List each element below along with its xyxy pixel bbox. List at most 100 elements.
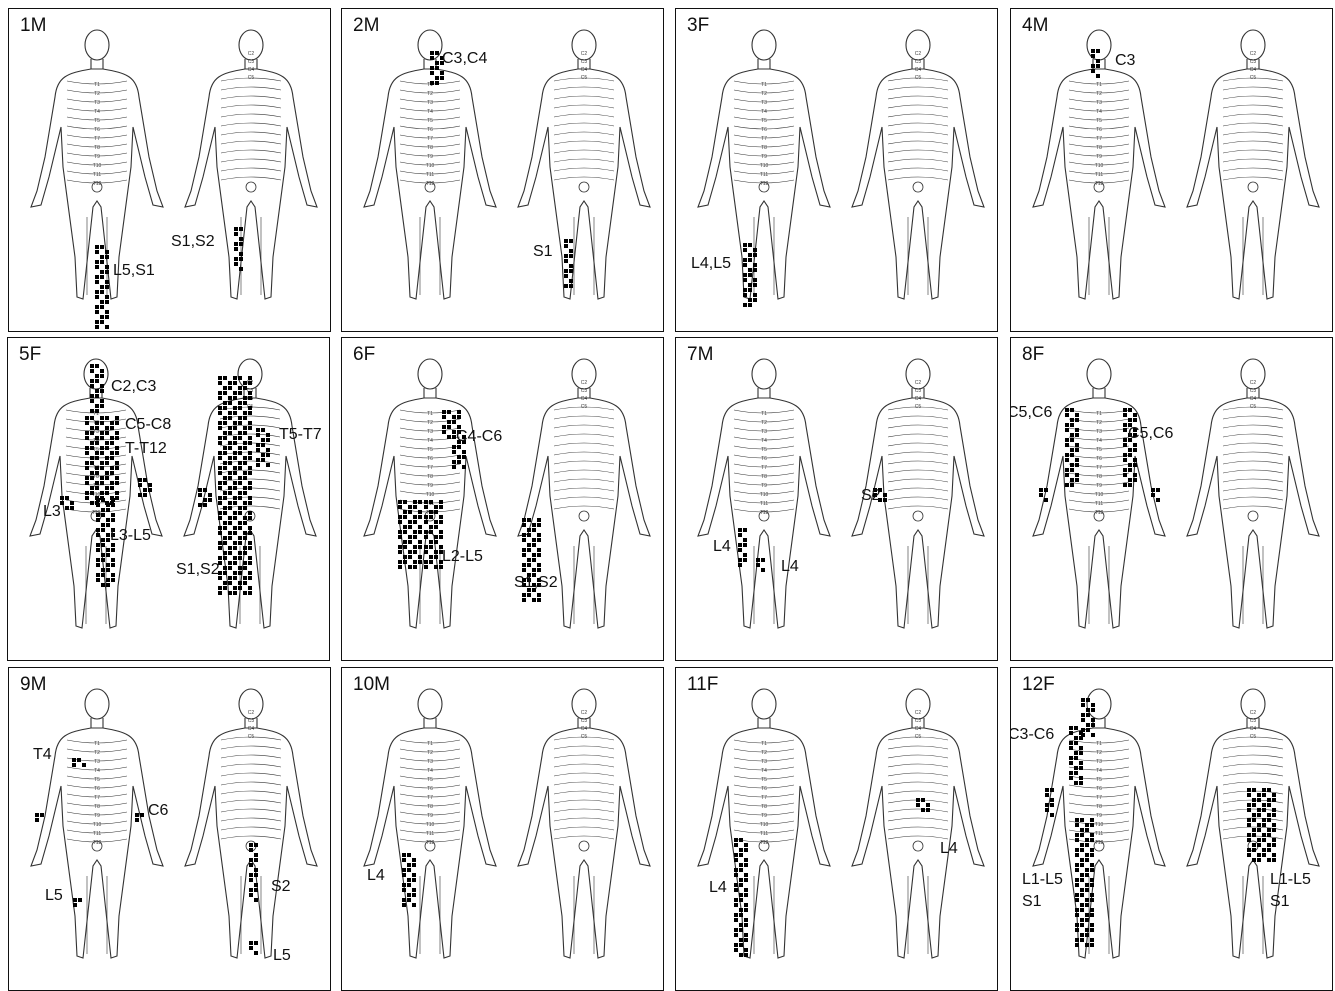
sensory-mark xyxy=(228,461,232,465)
sensory-mark xyxy=(1050,813,1054,817)
sensory-mark xyxy=(1045,808,1049,812)
sensory-mark xyxy=(238,581,242,585)
sensory-mark xyxy=(95,441,99,445)
sensory-mark xyxy=(243,551,247,555)
sensory-mark xyxy=(1065,483,1069,487)
sensory-mark xyxy=(95,404,99,408)
sensory-mark xyxy=(430,81,434,85)
sensory-mark xyxy=(1247,803,1251,807)
dermatome-label: S1,S2 xyxy=(514,574,558,591)
sensory-mark xyxy=(398,535,402,539)
sensory-mark xyxy=(100,300,104,304)
sensory-mark xyxy=(532,543,536,547)
sensory-mark xyxy=(100,404,104,408)
sensory-mark xyxy=(243,441,247,445)
sensory-mark xyxy=(418,545,422,549)
sensory-mark xyxy=(100,315,104,319)
sensory-mark xyxy=(249,858,253,862)
sensory-mark xyxy=(439,520,443,524)
sensory-mark xyxy=(1075,883,1079,887)
level-text: T3 xyxy=(1096,759,1102,765)
sensory-mark xyxy=(223,526,227,530)
sensory-mark xyxy=(248,486,252,490)
sensory-mark xyxy=(238,551,242,555)
sensory-mark xyxy=(100,481,104,485)
sensory-mark xyxy=(753,253,757,257)
sensory-mark xyxy=(254,888,258,892)
sensory-mark xyxy=(248,556,252,560)
sensory-mark xyxy=(734,943,738,947)
sensory-mark xyxy=(1065,453,1069,457)
sensory-mark xyxy=(266,453,270,457)
sensory-mark xyxy=(95,280,99,284)
sensory-mark xyxy=(100,461,104,465)
sensory-mark xyxy=(527,593,531,597)
sensory-mark xyxy=(398,520,402,524)
sensory-mark xyxy=(1085,933,1089,937)
sensory-mark xyxy=(249,843,253,847)
case-panel: T1T2T3T4T5T6T7T8T9T10T11T12C2C3C4C57MS2L… xyxy=(675,337,998,661)
sensory-mark xyxy=(223,416,227,420)
sensory-mark xyxy=(223,566,227,570)
sensory-mark xyxy=(198,488,202,492)
sensory-mark xyxy=(748,288,752,292)
sensory-mark xyxy=(527,548,531,552)
sensory-mark xyxy=(106,563,110,567)
sensory-mark xyxy=(739,923,743,927)
case-panel: T1T2T3T4T5T6T7T8T9T10T11T12C2C3C4C510ML4 xyxy=(341,667,664,991)
sensory-mark xyxy=(243,531,247,535)
sensory-mark xyxy=(243,566,247,570)
sensory-mark xyxy=(739,913,743,917)
sensory-mark xyxy=(105,280,109,284)
sensory-mark xyxy=(1075,448,1079,452)
sensory-mark xyxy=(734,928,738,932)
level-text: T3 xyxy=(94,759,100,765)
sensory-mark xyxy=(402,873,406,877)
sensory-mark xyxy=(412,903,416,907)
sensory-mark xyxy=(435,76,439,80)
sensory-mark xyxy=(110,456,114,460)
sensory-mark xyxy=(95,364,99,368)
sensory-mark xyxy=(233,591,237,595)
sensory-mark xyxy=(739,848,743,852)
sensory-mark xyxy=(85,491,89,495)
sensory-mark xyxy=(1090,943,1094,947)
level-text: C3 xyxy=(248,718,255,724)
sensory-mark xyxy=(90,486,94,490)
sensory-mark xyxy=(248,571,252,575)
sensory-mark xyxy=(748,303,752,307)
sensory-mark xyxy=(442,425,446,429)
sensory-mark xyxy=(218,421,222,425)
sensory-mark xyxy=(408,550,412,554)
sensory-mark xyxy=(1045,793,1049,797)
sensory-mark xyxy=(1065,473,1069,477)
sensory-mark xyxy=(564,244,568,248)
sensory-mark xyxy=(424,560,428,564)
sensory-mark xyxy=(1123,453,1127,457)
sensory-mark xyxy=(78,898,82,902)
level-text: T11 xyxy=(426,172,434,178)
sensory-mark xyxy=(243,476,247,480)
sensory-mark xyxy=(403,560,407,564)
sensory-mark xyxy=(238,511,242,515)
case-panel: T1T2T3T4T5T6T7T8T9T10T11T12C2C3C4C54MC3 xyxy=(1010,8,1333,332)
sensory-mark xyxy=(228,561,232,565)
level-text: T11 xyxy=(1095,501,1103,507)
sensory-mark xyxy=(1069,771,1073,775)
sensory-mark xyxy=(243,491,247,495)
sensory-mark xyxy=(734,858,738,862)
sensory-mark xyxy=(1133,448,1137,452)
level-text: C2 xyxy=(915,710,922,716)
sensory-mark xyxy=(96,563,100,567)
sensory-mark xyxy=(115,421,119,425)
sensory-mark xyxy=(115,491,119,495)
level-text: T1 xyxy=(761,411,767,417)
sensory-mark xyxy=(85,431,89,435)
sensory-mark xyxy=(110,451,114,455)
sensory-mark xyxy=(402,903,406,907)
body-diagram: T1T2T3T4T5T6T7T8T9T10T11T12C2C3C4C5 xyxy=(8,338,330,661)
sensory-mark xyxy=(110,466,114,470)
sensory-mark xyxy=(1085,898,1089,902)
sensory-mark xyxy=(85,451,89,455)
